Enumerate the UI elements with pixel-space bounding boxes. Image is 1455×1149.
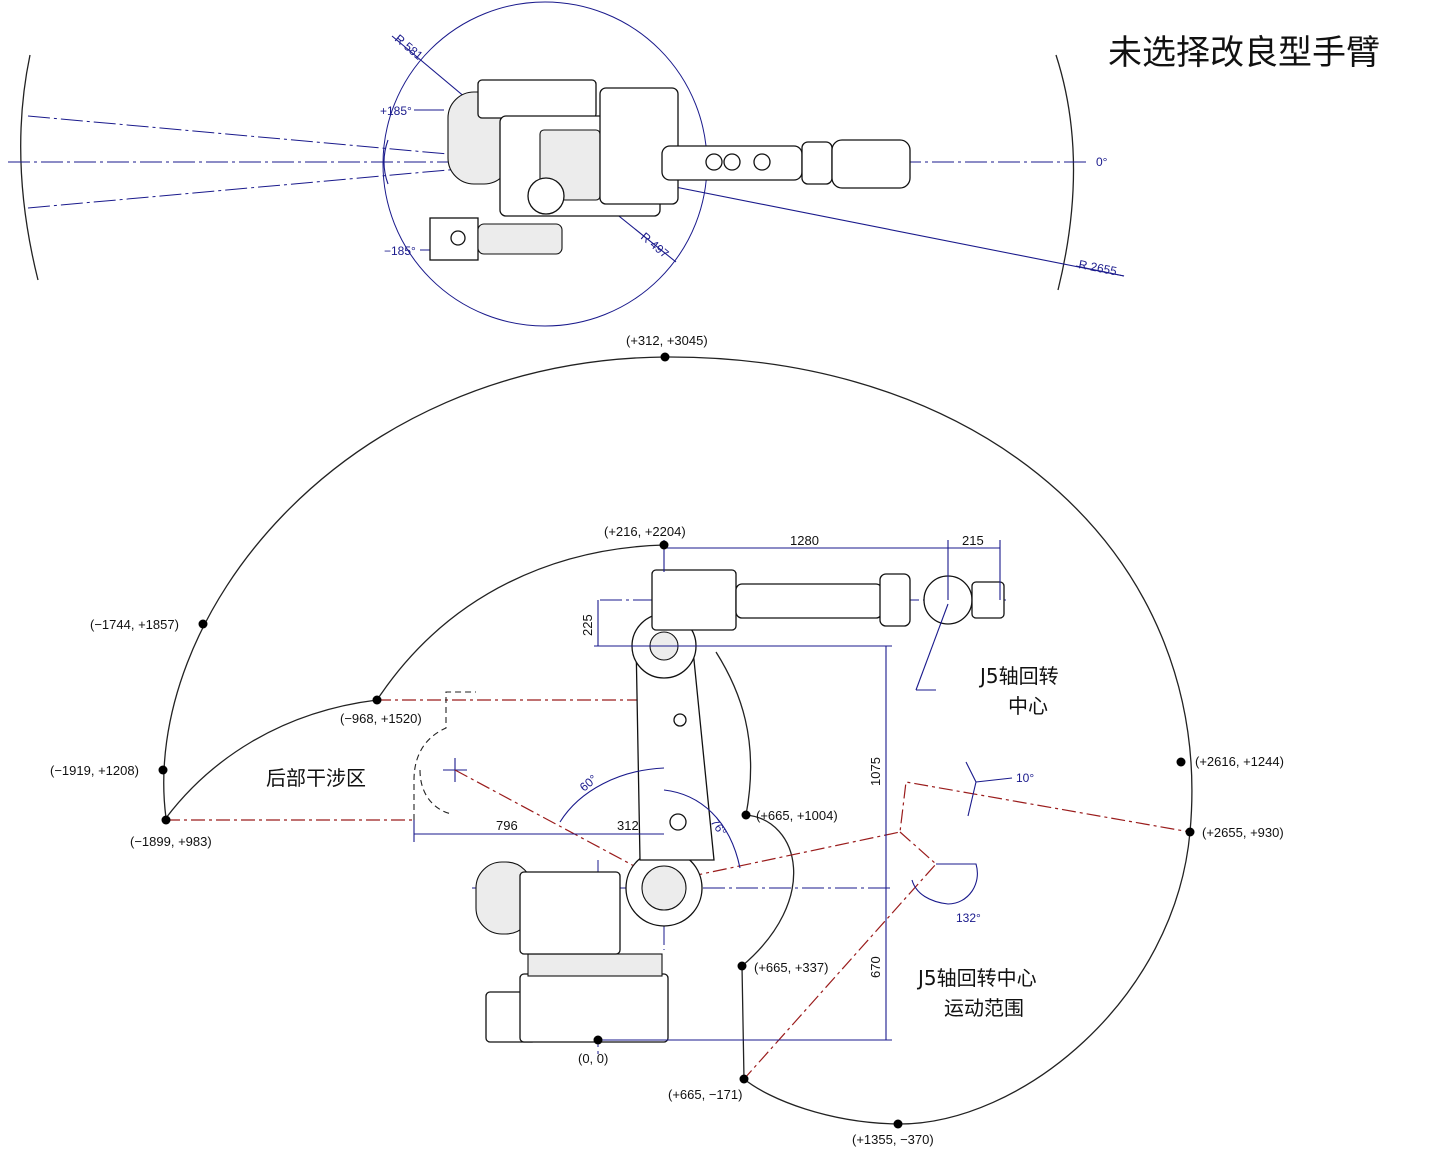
point-label-origin: (0, 0) — [578, 1051, 608, 1066]
angle-132-arc — [911, 863, 978, 905]
top-view-angle-neg-label: −185° — [384, 244, 416, 258]
robot-arm-port — [669, 813, 687, 831]
angle-132-label: 132° — [956, 911, 981, 925]
point-label-665-337: (+665, +337) — [754, 960, 828, 975]
top-view-cable-bundle — [477, 223, 563, 255]
envelope-points: (+312, +3045) (+216, +2204) (−1744, +185… — [50, 333, 1284, 1147]
robot-arm-port-upper — [673, 713, 687, 727]
top-view: +185° −185° 0° R 581 R 497 R 2655 — [8, 1, 1125, 327]
point-dot-312-3045 — [660, 352, 670, 362]
top-view-reach-arc-left — [20, 54, 39, 281]
point-dot-m1744-1857 — [198, 619, 208, 629]
top-view-r2655-label: R 2655 — [1077, 257, 1118, 278]
angle-60-arc — [559, 767, 665, 823]
dimension-lines — [413, 540, 1013, 1041]
rear-interference-label: 后部干涉区 — [266, 766, 366, 790]
point-dot-216-2204 — [659, 540, 669, 550]
dim-215-label: 215 — [962, 533, 984, 548]
robot-base-flange — [527, 953, 663, 977]
dim-225-label: 225 — [580, 614, 595, 636]
angle-60-label: 60° — [577, 772, 600, 795]
top-view-reach-arc-right — [1055, 54, 1075, 291]
top-view-r581-label: R 581 — [392, 32, 426, 64]
top-view-r497-label: R 497 — [638, 230, 672, 262]
angle-76-arc — [663, 789, 741, 869]
dim-1075-label: 1075 — [868, 757, 883, 786]
point-label-216-2204: (+216, +2204) — [604, 524, 686, 539]
top-view-wrist — [831, 139, 911, 189]
top-view-limit-line-neg — [27, 167, 471, 209]
robot-flange — [971, 581, 1005, 619]
angle-10-label: 10° — [1016, 771, 1034, 785]
point-dot-2655-930 — [1185, 827, 1195, 837]
top-view-arm-hole-1 — [705, 153, 723, 171]
point-label-665-1004: (+665, +1004) — [756, 808, 838, 823]
point-label-2616-1244: (+2616, +1244) — [1195, 754, 1284, 769]
top-view-limit-line-pos — [27, 115, 471, 157]
j5-range-line-rear — [454, 769, 665, 883]
top-view-upper-housing — [477, 79, 597, 119]
envelope-inner-right — [715, 651, 795, 1080]
robot-base — [519, 973, 669, 1043]
point-dot-2616-1244 — [1176, 757, 1186, 767]
point-label-1355-m370: (+1355, −370) — [852, 1132, 934, 1147]
dim-312-label: 312 — [617, 818, 639, 833]
point-dot-665-m171 — [739, 1074, 749, 1084]
top-view-r2655-underline — [1075, 265, 1125, 277]
point-dot-m1899-983 — [161, 815, 171, 825]
point-label-m968-1520: (−968, +1520) — [340, 711, 422, 726]
point-dot-665-337 — [737, 961, 747, 971]
top-view-arm-hole-3 — [753, 153, 771, 171]
dim-1280-label: 1280 — [790, 533, 819, 548]
top-view-control-knob — [450, 230, 466, 246]
point-label-312-3045: (+312, +3045) — [626, 333, 708, 348]
j5-center-label-line2: 中心 — [1008, 694, 1048, 718]
j5-center-leader — [915, 603, 949, 691]
envelope-inner-top — [376, 544, 665, 701]
dim-670-label: 670 — [868, 956, 883, 978]
robot-turret — [519, 871, 621, 955]
j5-center-label-line1: J5轴回转 — [978, 664, 1059, 688]
robot-upper-housing — [651, 569, 737, 631]
top-view-robot — [429, 79, 911, 261]
robot-forearm — [735, 583, 883, 619]
dim-796-label: 796 — [496, 818, 518, 833]
angle-10-leader — [975, 777, 1013, 783]
j5-range-line-upper — [663, 781, 1191, 883]
rear-zone-outline — [413, 691, 476, 820]
point-label-m1744-1857: (−1744, +1857) — [90, 617, 179, 632]
top-view-angle-arc — [383, 139, 389, 185]
top-view-angle-pos-label: +185° — [380, 104, 412, 118]
point-dot-1355-m370 — [893, 1119, 903, 1129]
point-dot-665-1004 — [741, 810, 751, 820]
top-view-r2655-leader — [639, 179, 1125, 277]
rear-zone-arc — [419, 769, 453, 815]
j5-range-label-line1: J5轴回转中心 — [916, 966, 1037, 990]
side-view: 1280 215 225 1075 670 796 312 60° 76° 10… — [50, 333, 1284, 1147]
top-view-wrist-ring — [801, 141, 833, 185]
diagram-title: 未选择改良型手臂 — [1108, 33, 1380, 73]
angle-10-arc — [965, 761, 977, 817]
robot-j2-hub — [641, 865, 687, 911]
point-dot-origin — [593, 1035, 603, 1045]
point-label-m1899-983: (−1899, +983) — [130, 834, 212, 849]
j5-range-line-lower — [743, 831, 937, 1080]
top-view-joint-circle — [527, 177, 565, 215]
top-view-arm-hole-2 — [723, 153, 741, 171]
top-view-arm-root — [599, 87, 679, 205]
top-view-angle-zero-label: 0° — [1096, 155, 1108, 169]
point-label-m1919-1208: (−1919, +1208) — [50, 763, 139, 778]
point-label-2655-930: (+2655, +930) — [1202, 825, 1284, 840]
j5-range-label-line2: 运动范围 — [944, 996, 1024, 1020]
robot-forearm-ring — [879, 573, 911, 627]
envelope-outer — [163, 356, 1193, 1125]
point-dot-m1919-1208 — [158, 765, 168, 775]
point-dot-m968-1520 — [372, 695, 382, 705]
point-label-665-m171: (+665, −171) — [668, 1087, 742, 1102]
envelope-inner-rear — [165, 699, 378, 819]
